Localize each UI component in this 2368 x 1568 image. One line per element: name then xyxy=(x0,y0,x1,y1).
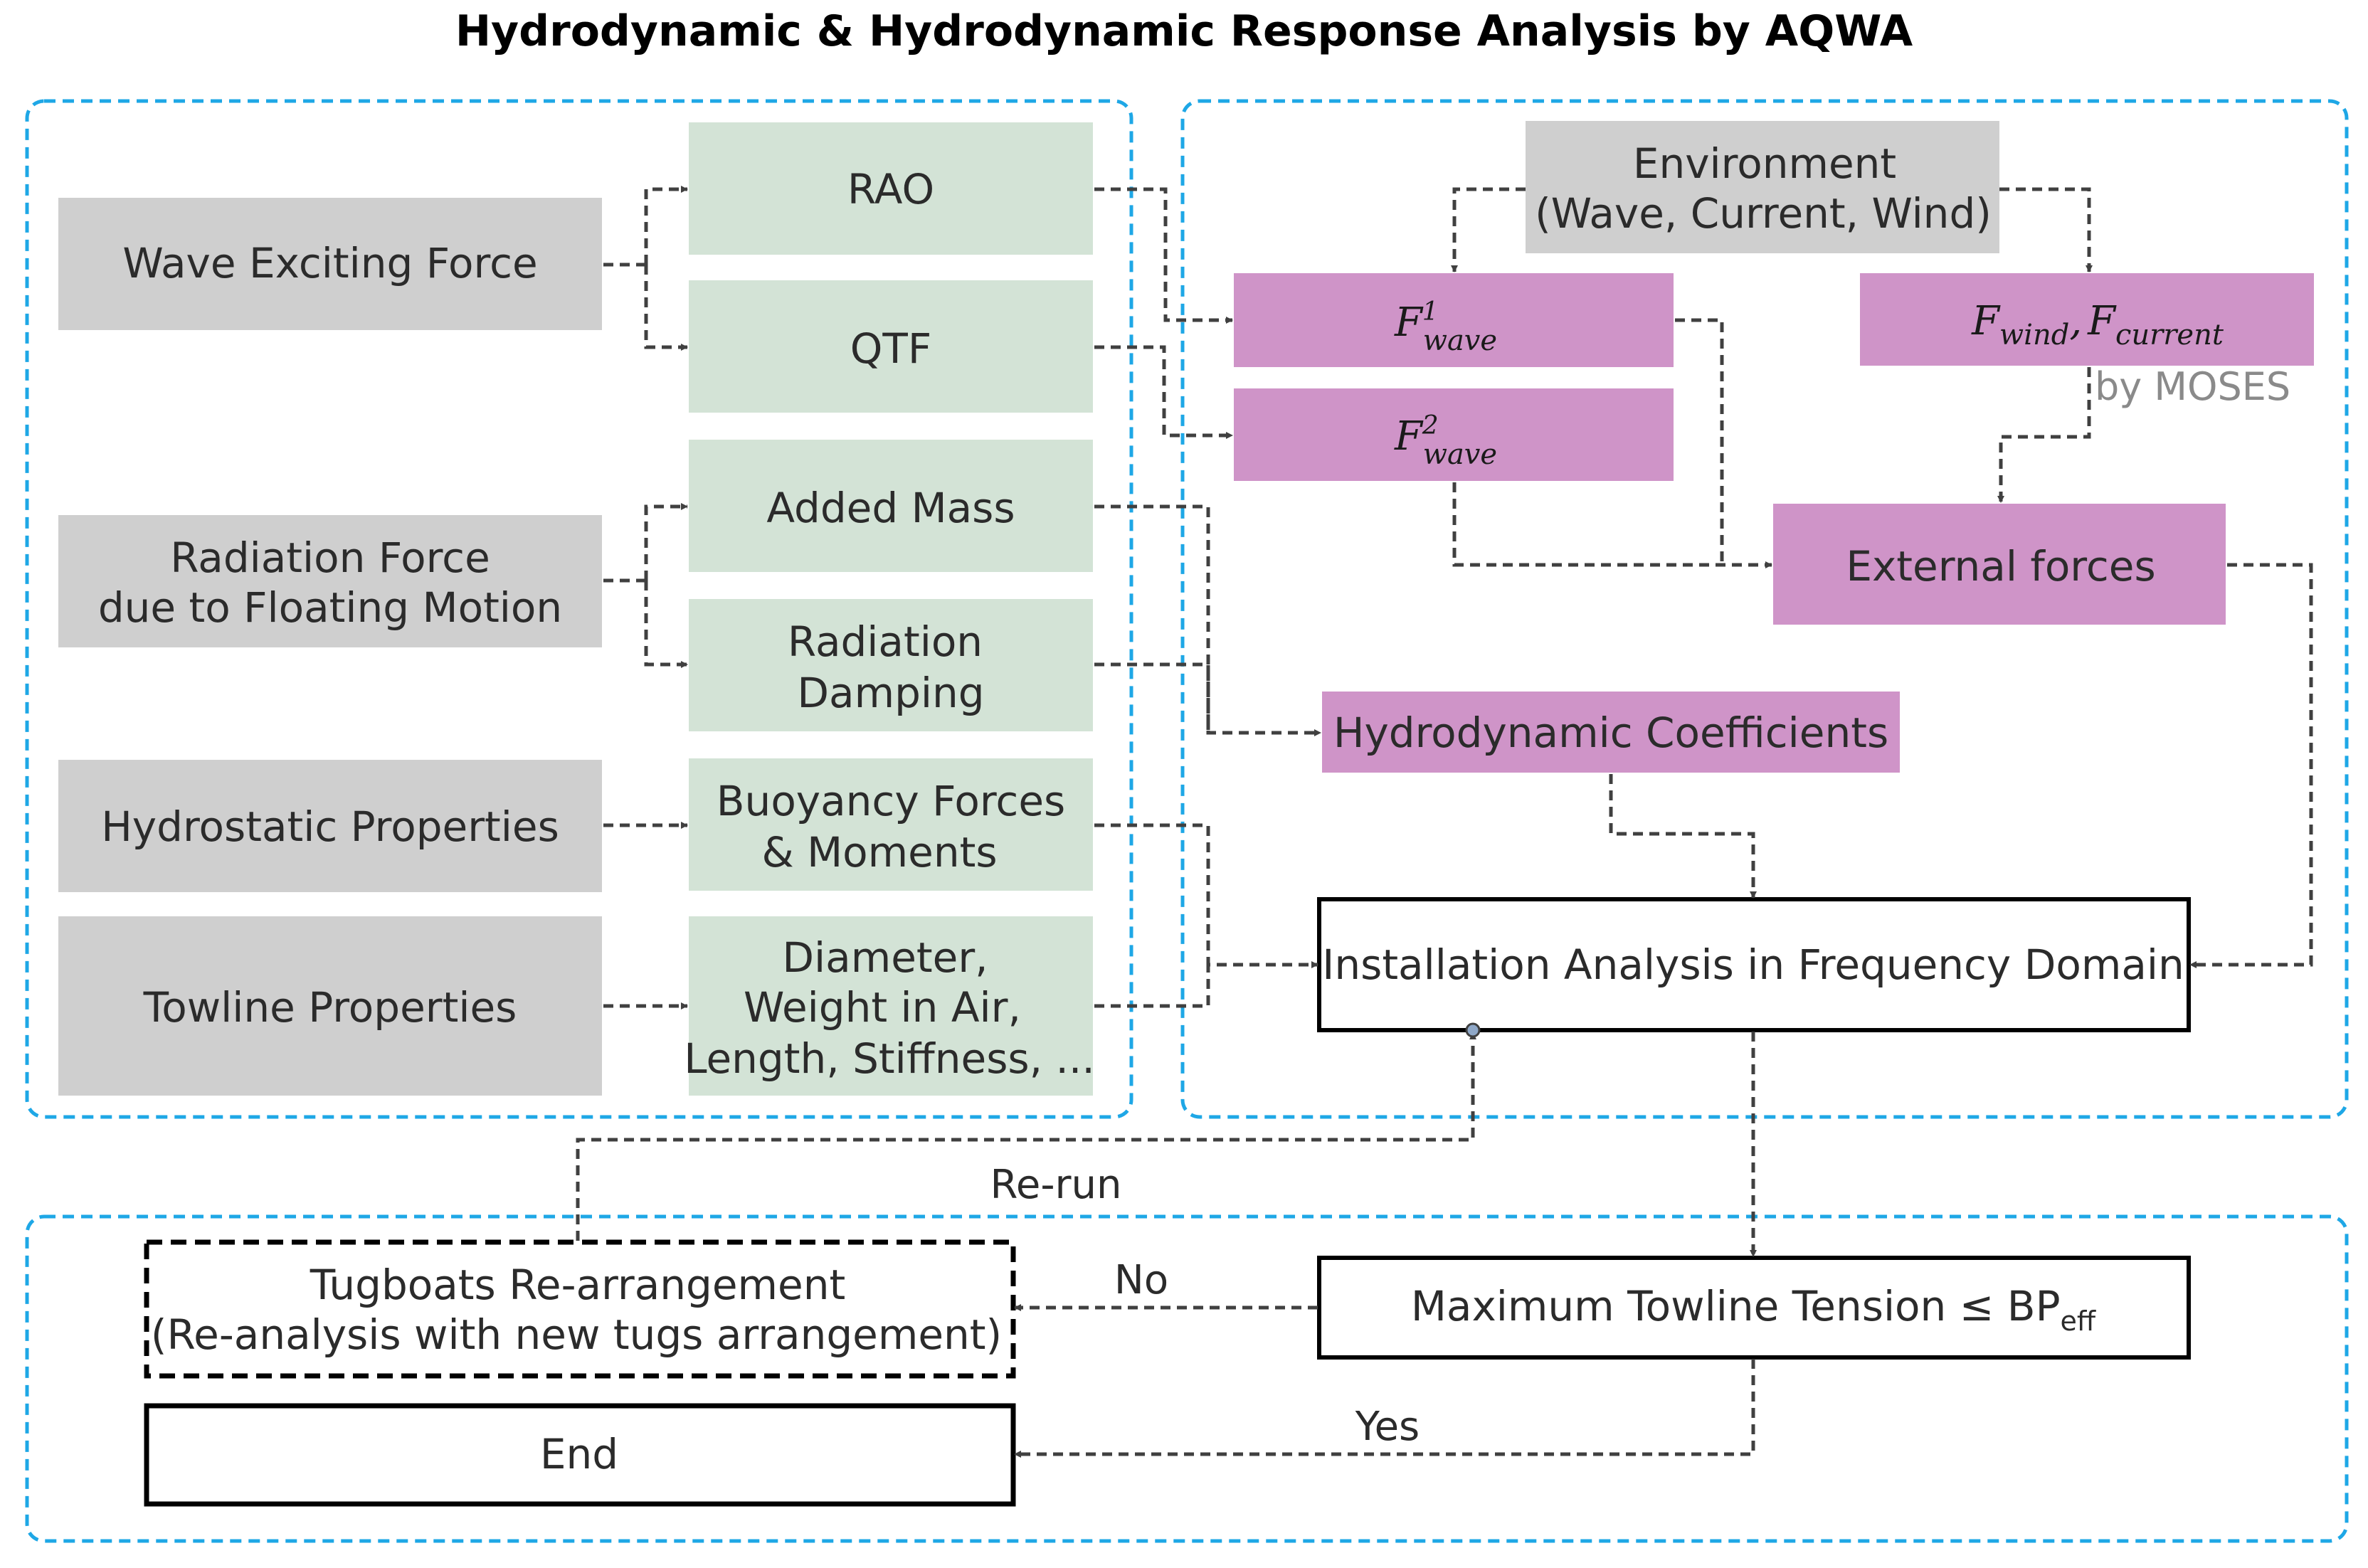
environment-label-line1: Environment xyxy=(1633,139,1896,188)
arrow-to-radiation-damping xyxy=(644,581,688,668)
rerun-label: Re-run xyxy=(990,1162,1121,1208)
arrow-rao-to-fwave1 xyxy=(1094,187,1233,324)
no-label: No xyxy=(1114,1257,1168,1303)
max-tension-decision-box: Maximum Towline Tension ≤ BPeff xyxy=(1317,1256,2191,1360)
arrow-damping-to-coeff xyxy=(1094,662,1321,736)
end-label: End xyxy=(540,1430,618,1478)
yes-label: Yes xyxy=(1355,1404,1420,1450)
radiation-damping-label-line1: Radiation xyxy=(788,618,983,666)
towline-parameters-label-line3: Length, Stiffness, ... xyxy=(684,1034,1095,1083)
qtf-label: QTF xyxy=(850,324,931,373)
arrow-rerun-to-analysis xyxy=(576,1032,1476,1241)
towline-parameters-label-line1: Diameter, xyxy=(782,933,988,982)
tugboats-rearrangement-box: Tugboats Re-arrangement (Re-analysis wit… xyxy=(144,1239,1016,1379)
external-forces-label: External forces xyxy=(1846,542,2155,590)
radiation-force-box: Radiation Force due to Floating Motion xyxy=(58,515,602,647)
arrow-to-rao-branch xyxy=(644,186,688,265)
right-panel-frame xyxy=(1180,99,2349,1119)
towline-parameters-box: Diameter, Weight in Air, Length, Stiffne… xyxy=(684,916,1095,1096)
installation-analysis-box: Installation Analysis in Frequency Domai… xyxy=(1317,897,2191,1032)
rao-box: RAO xyxy=(689,122,1093,255)
wave-exciting-force-box: Wave Exciting Force xyxy=(58,198,602,330)
environment-label-line2: (Wave, Current, Wind) xyxy=(1535,189,1992,238)
towline-properties-box: Towline Properties xyxy=(58,916,602,1096)
hydrodynamic-coefficients-box: Hydrodynamic Coefficients xyxy=(1322,692,1900,773)
arrow-external-to-analysis xyxy=(2189,563,2313,968)
added-mass-box: Added Mass xyxy=(689,440,1093,572)
added-mass-label: Added Mass xyxy=(766,484,1015,532)
environment-box: Environment (Wave, Current, Wind) xyxy=(1526,121,1999,253)
arrow-towline-to-analysis xyxy=(1094,961,1318,1008)
buoyancy-forces-label-line1: Buoyancy Forces xyxy=(717,777,1065,825)
arrow-buoyancy-to-analysis xyxy=(1094,823,1210,965)
arrow-env-to-fwind xyxy=(1999,187,2093,272)
radiation-damping-box: Radiation Damping xyxy=(689,599,1093,731)
f-wind-current-label: Fwind,Fcurrent xyxy=(1971,298,2224,351)
arrow-fwave1-to-external xyxy=(1675,318,1724,565)
towline-parameters-label-line2: Weight in Air, xyxy=(744,983,1021,1032)
end-box: End xyxy=(144,1403,1016,1507)
arrow-to-qtf-branch xyxy=(644,265,688,351)
arrow-coeff-to-analysis xyxy=(1609,774,1757,899)
radiation-damping-label-line2: Damping xyxy=(797,669,984,717)
wave-exciting-force-label: Wave Exciting Force xyxy=(122,239,537,287)
arrow-fwave2-to-external xyxy=(1452,482,1772,568)
radiation-force-label-line2: due to Floating Motion xyxy=(98,583,562,632)
installation-analysis-label: Installation Analysis in Frequency Domai… xyxy=(1322,941,2184,989)
arrow-env-to-fwave1 xyxy=(1451,187,1526,272)
buoyancy-forces-label-line2: & Moments xyxy=(761,828,997,876)
external-forces-box: External forces xyxy=(1773,504,2226,625)
arrow-added-mass-to-coeff xyxy=(1094,504,1210,733)
tugboats-rearrangement-label-line2: (Re-analysis with new tugs arrangement) xyxy=(151,1310,1002,1359)
arrow-qtf-to-fwave2 xyxy=(1094,345,1233,439)
tugboats-rearrangement-label-line1: Tugboats Re-arrangement xyxy=(310,1261,845,1309)
diagram-title: Hydrodynamic & Hydrodynamic Response Ana… xyxy=(455,6,1913,56)
hydrodynamic-coefficients-label: Hydrodynamic Coefficients xyxy=(1333,709,1888,757)
buoyancy-forces-box: Buoyancy Forces & Moments xyxy=(689,758,1093,891)
rerun-entry-point xyxy=(1465,1022,1481,1038)
max-tension-label: Maximum Towline Tension ≤ BPeff xyxy=(1411,1282,2096,1337)
towline-properties-label: Towline Properties xyxy=(143,983,517,1032)
by-moses-note: by MOSES xyxy=(2095,364,2290,409)
hydrostatic-properties-label: Hydrostatic Properties xyxy=(101,802,559,851)
f-wind-current-box: Fwind,Fcurrent xyxy=(1860,273,2314,366)
arrow-fwind-to-external xyxy=(1997,367,2091,503)
hydrostatic-properties-box: Hydrostatic Properties xyxy=(58,760,602,892)
rao-label: RAO xyxy=(847,165,934,213)
connectors xyxy=(576,186,2313,1458)
qtf-box: QTF xyxy=(689,280,1093,413)
arrow-to-added-mass xyxy=(644,503,688,581)
radiation-force-label-line1: Radiation Force xyxy=(170,534,490,582)
